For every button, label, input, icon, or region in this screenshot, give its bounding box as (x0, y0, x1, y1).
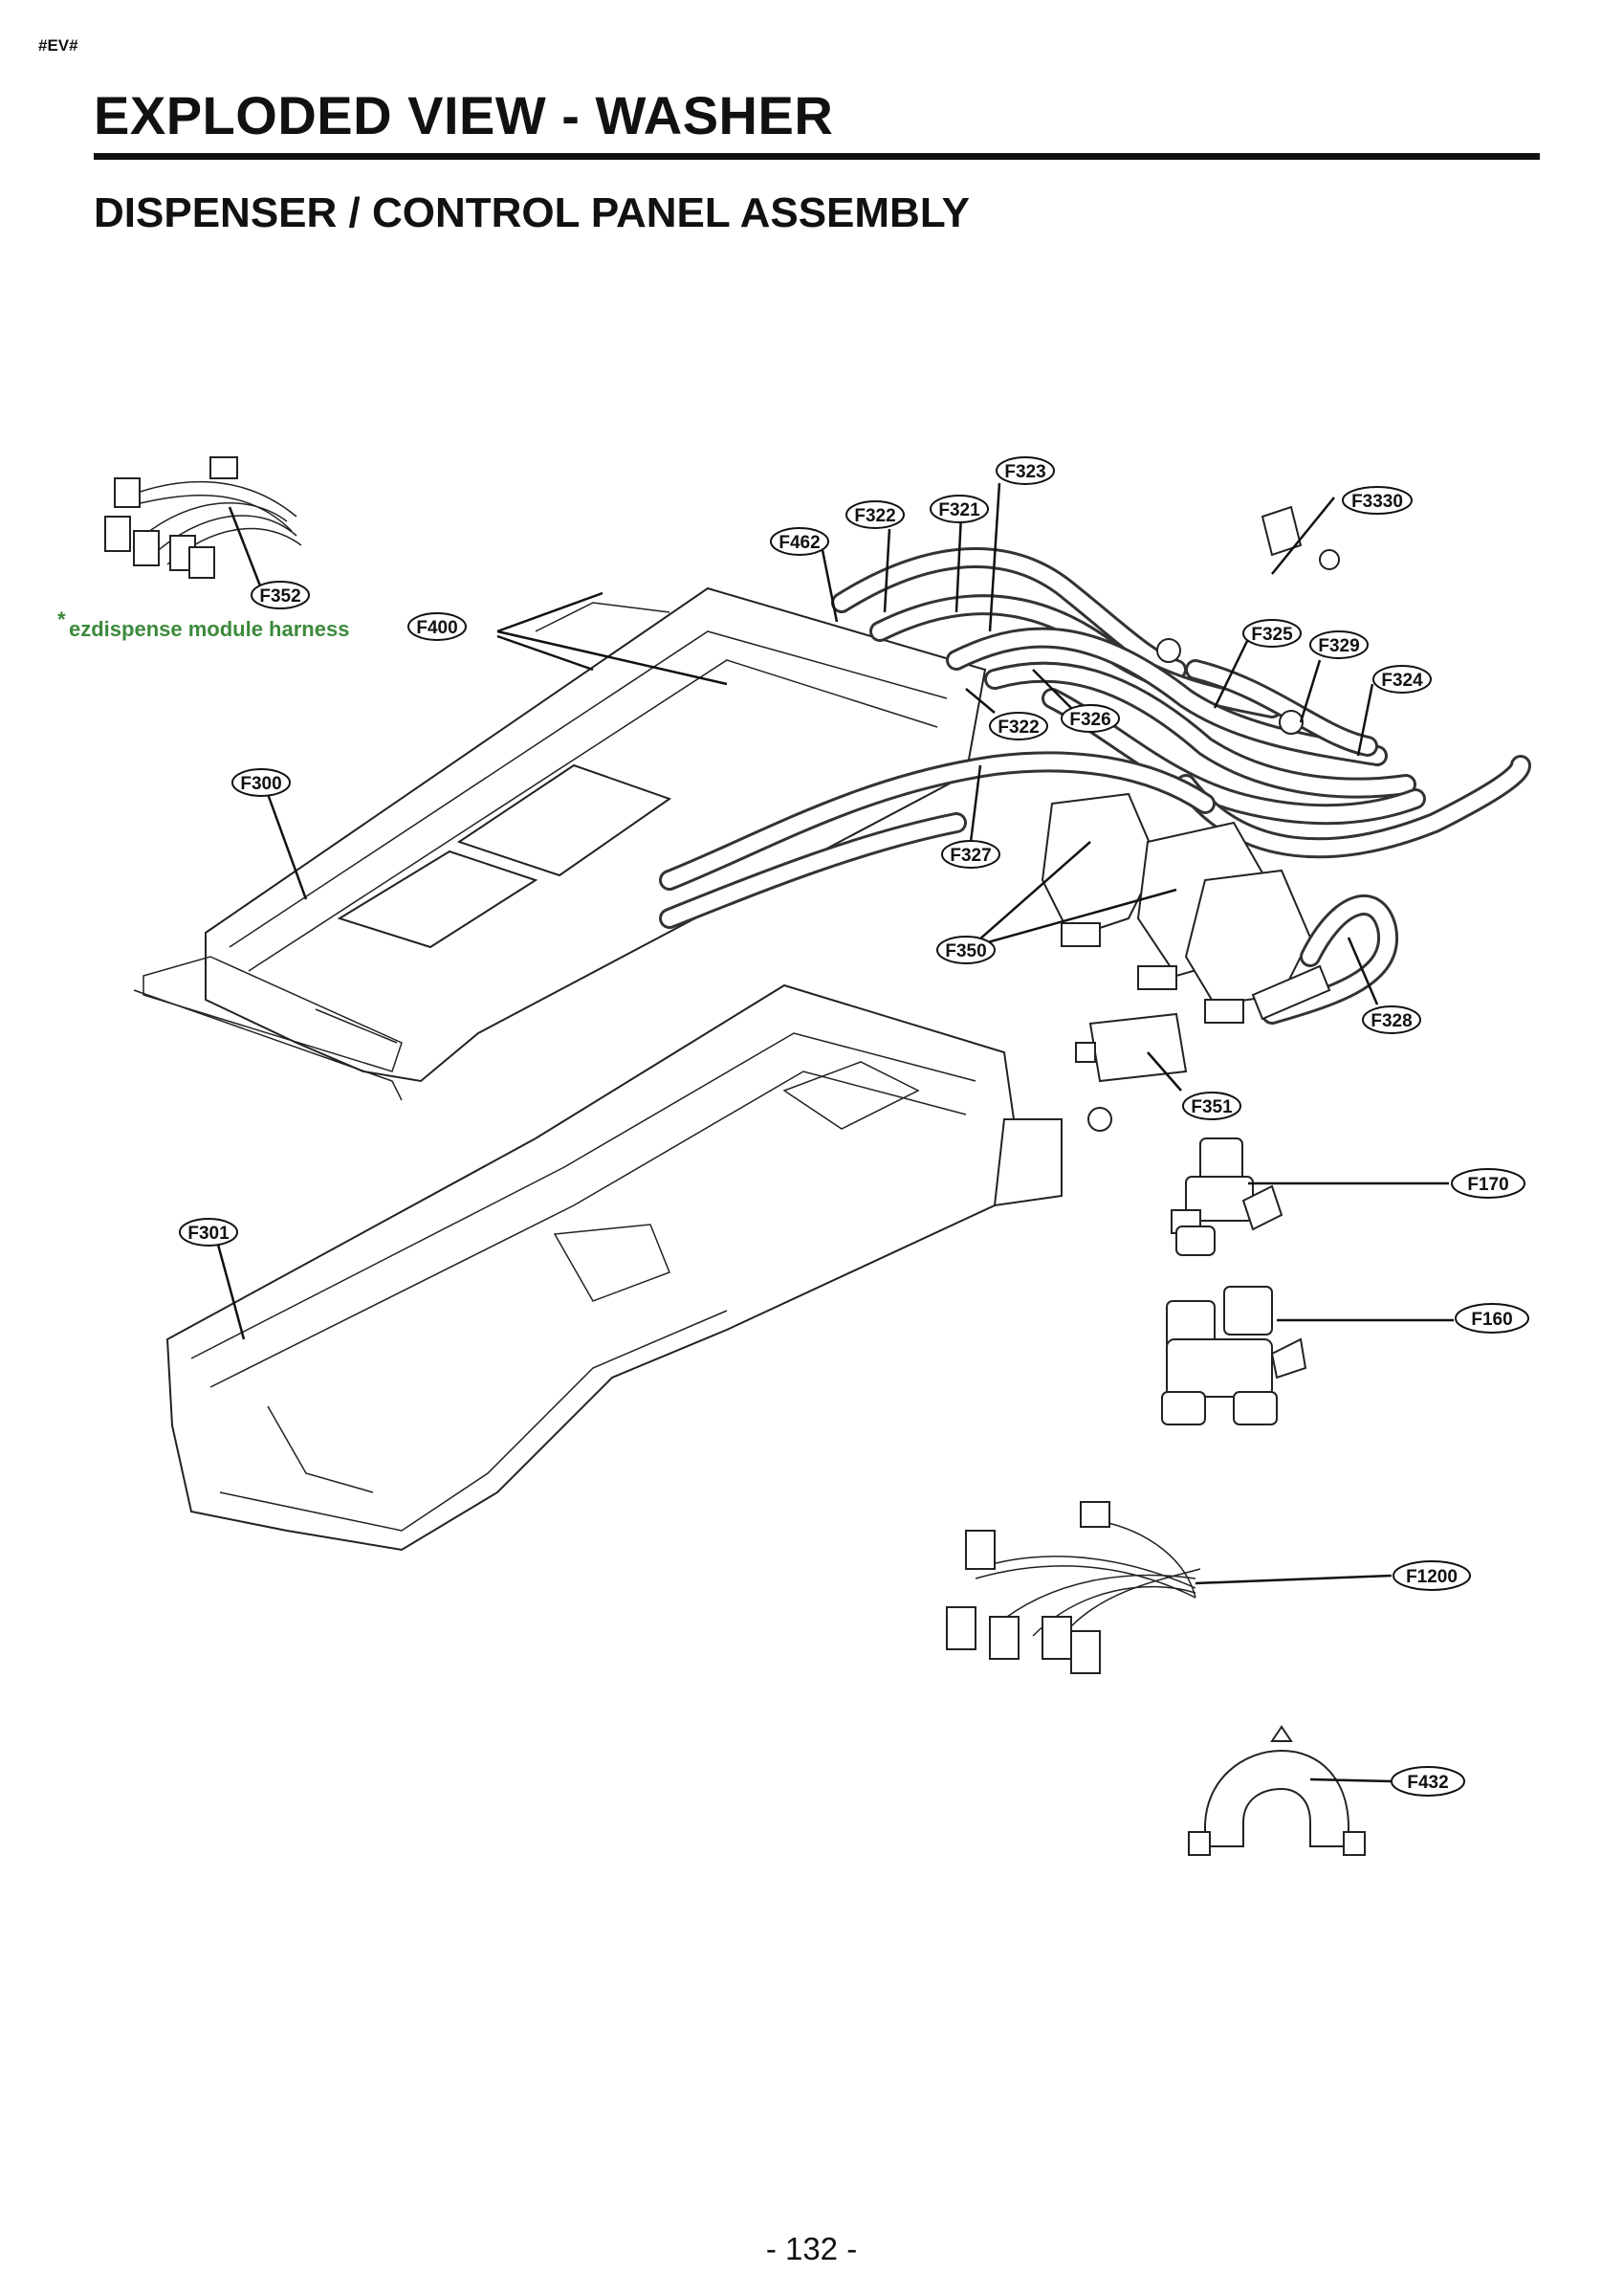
svg-text:F160: F160 (1471, 1310, 1512, 1330)
page-number: - 132 - (765, 2231, 858, 2266)
document-tag: #EV# (38, 36, 78, 55)
callout-F352: F352 (251, 581, 310, 609)
callout-F324: F324 (1372, 665, 1432, 694)
callout-F170: F170 (1451, 1168, 1525, 1199)
callout-F351: F351 (1182, 1092, 1241, 1120)
control-panel-frame-drawing (133, 586, 987, 1101)
note-asterisk: * (57, 607, 66, 631)
dispenser-housing-drawing (165, 983, 1112, 1552)
page-title: EXPLODED VIEW - WASHER (94, 85, 834, 145)
hose-clip-drawing (1188, 1725, 1366, 1856)
callout-F462: F462 (770, 527, 829, 556)
svg-text:F1200: F1200 (1406, 1567, 1458, 1587)
harness-note: * ezdispense module harness (57, 607, 350, 642)
svg-text:F3330: F3330 (1351, 492, 1403, 512)
callout-F160: F160 (1455, 1303, 1529, 1334)
svg-text:F326: F326 (1069, 710, 1110, 730)
svg-text:F325: F325 (1251, 625, 1293, 645)
callout-F326: F326 (1061, 704, 1120, 733)
svg-text:F351: F351 (1191, 1097, 1233, 1117)
svg-text:F300: F300 (240, 774, 281, 794)
svg-text:F322: F322 (998, 718, 1039, 738)
part-callouts: F323 F3330 F322 F321 F462 F352 F400 F32 (179, 456, 1529, 1797)
svg-text:F350: F350 (945, 941, 986, 961)
note-text: ezdispense module harness (69, 617, 350, 641)
callout-F325: F325 (1242, 619, 1302, 648)
callout-F328: F328 (1362, 1005, 1421, 1034)
callout-F300: F300 (231, 768, 291, 797)
svg-text:F322: F322 (854, 506, 895, 526)
wire-harness-drawing (946, 1501, 1201, 1674)
callout-F1200: F1200 (1393, 1560, 1471, 1591)
svg-text:F328: F328 (1371, 1011, 1412, 1031)
callout-F301: F301 (179, 1218, 238, 1247)
svg-text:F324: F324 (1381, 671, 1423, 691)
svg-text:F321: F321 (938, 500, 980, 520)
leader-lines (213, 482, 1454, 1783)
svg-text:F352: F352 (259, 586, 300, 607)
callout-F327: F327 (941, 840, 1000, 869)
callout-F323: F323 (996, 456, 1055, 485)
callout-F350: F350 (936, 936, 996, 964)
small-bracket-drawing (1075, 1012, 1188, 1083)
callout-F322-lower: F322 (989, 712, 1048, 740)
callout-F321: F321 (930, 495, 989, 523)
double-water-valve-drawing (1161, 1286, 1307, 1425)
svg-text:F329: F329 (1318, 636, 1359, 656)
title-rule (94, 153, 1540, 160)
page-subtitle: DISPENSER / CONTROL PANEL ASSEMBLY (94, 189, 971, 236)
single-water-valve-drawing (1171, 1137, 1283, 1256)
svg-text:F432: F432 (1407, 1773, 1448, 1793)
callout-F329: F329 (1309, 630, 1369, 659)
svg-text:F327: F327 (950, 846, 991, 866)
svg-text:F462: F462 (779, 533, 820, 553)
svg-text:F301: F301 (187, 1224, 230, 1244)
svg-text:F323: F323 (1004, 462, 1045, 482)
ezdispense-harness-drawing (104, 456, 302, 579)
svg-text:F170: F170 (1467, 1175, 1508, 1195)
callout-F432: F432 (1391, 1766, 1465, 1797)
svg-text:F400: F400 (416, 618, 457, 638)
callout-F322-upper: F322 (845, 500, 905, 529)
valve-group-drawing (1041, 792, 1399, 1025)
callout-F400: F400 (407, 612, 467, 641)
callout-F3330: F3330 (1342, 486, 1413, 515)
